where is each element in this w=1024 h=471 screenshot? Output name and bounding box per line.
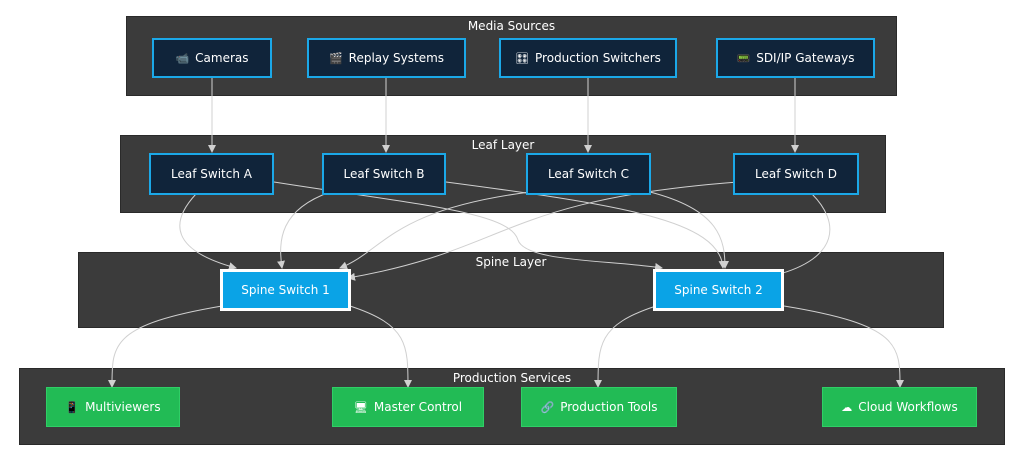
- node-spine-switch-1[interactable]: Spine Switch 1: [220, 269, 351, 311]
- production-services-title: Production Services: [452, 371, 572, 385]
- control-knobs-icon: 🎛: [515, 51, 530, 65]
- leaf-switch-c-label: Leaf Switch C: [547, 167, 630, 181]
- pager-icon: 📟: [736, 51, 751, 65]
- node-production-switchers[interactable]: 🎛 Production Switchers: [499, 38, 677, 78]
- spine-switch-1-label: Spine Switch 1: [241, 283, 330, 297]
- video-camera-icon: 📹: [175, 51, 190, 65]
- cloud-icon: ☁: [841, 400, 853, 414]
- node-production-tools-label: Production Tools: [560, 400, 658, 414]
- node-sdi-ip-gateways[interactable]: 📟 SDI/IP Gateways: [716, 38, 875, 78]
- desktop-monitor-icon: 🖥: [353, 400, 368, 414]
- leaf-switch-a-label: Leaf Switch A: [171, 167, 252, 181]
- node-leaf-switch-a[interactable]: Leaf Switch A: [149, 153, 274, 195]
- node-leaf-switch-d[interactable]: Leaf Switch D: [733, 153, 859, 195]
- node-production-tools[interactable]: 🔗 Production Tools: [521, 387, 677, 427]
- node-leaf-switch-b[interactable]: Leaf Switch B: [322, 153, 446, 195]
- media-sources-title: Media Sources: [467, 19, 556, 33]
- spine-layer-title: Spine Layer: [475, 255, 547, 269]
- clapperboard-icon: 🎬: [328, 51, 343, 65]
- node-multiviewers-label: Multiviewers: [85, 400, 161, 414]
- node-multiviewers[interactable]: 📱 Multiviewers: [46, 387, 180, 427]
- leaf-switch-d-label: Leaf Switch D: [755, 167, 837, 181]
- spine-switch-2-label: Spine Switch 2: [674, 283, 763, 297]
- node-cameras-label: Cameras: [195, 51, 249, 65]
- node-sdi-ip-gateways-label: SDI/IP Gateways: [756, 51, 855, 65]
- node-master-control[interactable]: 🖥 Master Control: [332, 387, 484, 427]
- node-production-switchers-label: Production Switchers: [535, 51, 661, 65]
- node-cloud-workflows-label: Cloud Workflows: [858, 400, 958, 414]
- node-master-control-label: Master Control: [373, 400, 463, 414]
- link-icon: 🔗: [540, 400, 555, 414]
- node-spine-switch-2[interactable]: Spine Switch 2: [653, 269, 784, 311]
- leaf-layer-title: Leaf Layer: [471, 138, 535, 152]
- node-replay-systems[interactable]: 🎬 Replay Systems: [307, 38, 466, 78]
- node-replay-systems-label: Replay Systems: [348, 51, 445, 65]
- spine-layer: Spine Layer: [78, 252, 944, 328]
- mobile-phone-icon: 📱: [65, 400, 80, 414]
- node-cloud-workflows[interactable]: ☁ Cloud Workflows: [822, 387, 977, 427]
- node-leaf-switch-c[interactable]: Leaf Switch C: [526, 153, 651, 195]
- leaf-switch-b-label: Leaf Switch B: [343, 167, 425, 181]
- node-cameras[interactable]: 📹 Cameras: [152, 38, 272, 78]
